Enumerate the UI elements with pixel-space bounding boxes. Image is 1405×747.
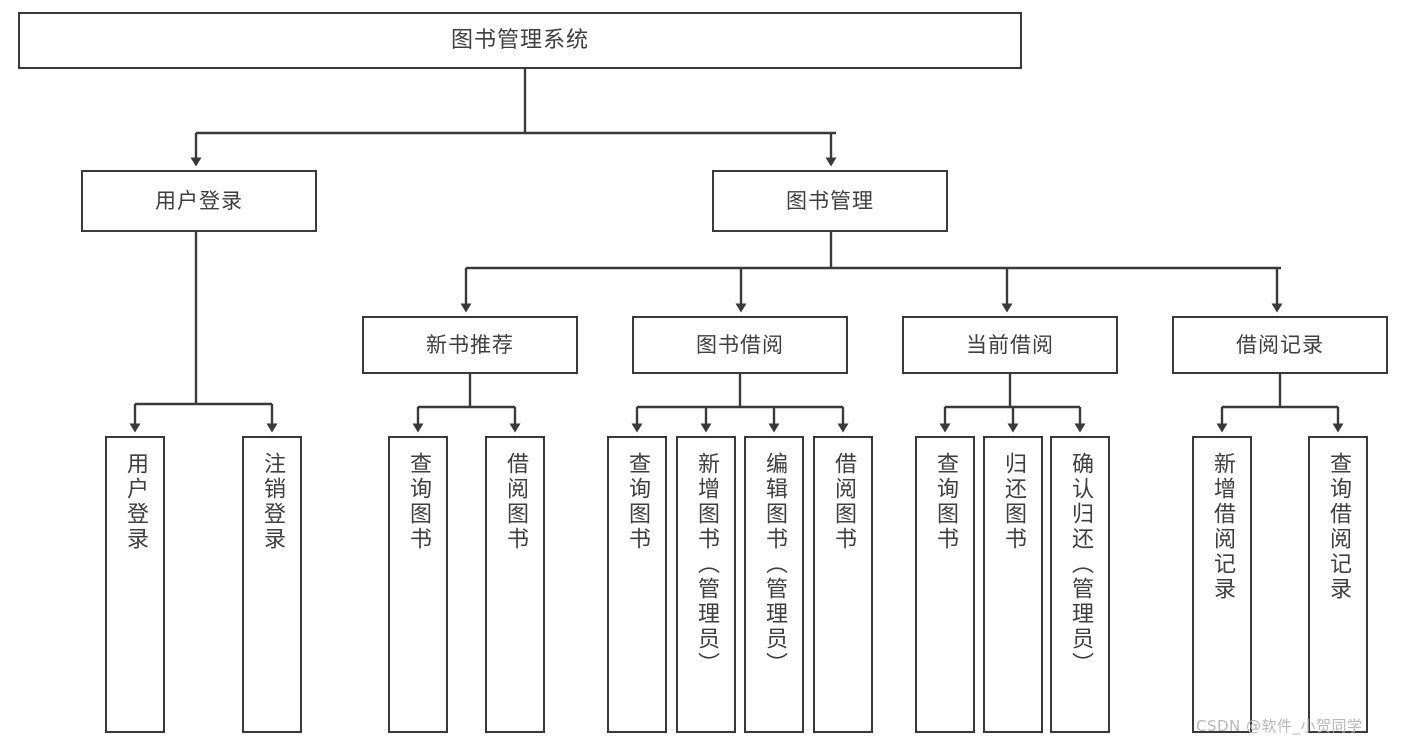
- node-label: 用户登录: [122, 452, 148, 552]
- node-book-borrow[interactable]: 图书借阅: [632, 316, 848, 374]
- leaf-confirm-return-admin[interactable]: 确认归还（管理员）: [1050, 436, 1110, 733]
- node-label: 用户登录: [155, 188, 243, 213]
- node-label: 新书推荐: [426, 332, 514, 357]
- leaf-borrow-book[interactable]: 借阅图书: [813, 436, 873, 733]
- node-label: 注销登录: [259, 452, 285, 552]
- node-label: 当前借阅: [966, 332, 1054, 357]
- node-current-borrow[interactable]: 当前借阅: [902, 316, 1118, 374]
- node-label: 编辑图书（管理员）: [761, 452, 787, 677]
- node-label: 归还图书: [1000, 452, 1026, 552]
- node-label: 借阅图书: [830, 452, 856, 552]
- node-root-system[interactable]: 图书管理系统: [18, 12, 1022, 69]
- node-borrow-records[interactable]: 借阅记录: [1172, 316, 1388, 374]
- leaf-query-borrow-record[interactable]: 查询借阅记录: [1308, 436, 1368, 733]
- node-label: 借阅图书: [502, 452, 528, 552]
- leaf-query-book-recommend[interactable]: 查询图书: [388, 436, 448, 733]
- leaf-add-book-admin[interactable]: 新增图书（管理员）: [676, 436, 736, 733]
- node-new-book-recommend[interactable]: 新书推荐: [362, 316, 578, 374]
- node-label: 图书管理: [786, 188, 874, 213]
- node-label: 查询图书: [932, 452, 958, 552]
- leaf-user-login[interactable]: 用户登录: [105, 436, 165, 733]
- node-user-login[interactable]: 用户登录: [81, 170, 317, 232]
- node-label: 查询借阅记录: [1325, 452, 1351, 602]
- node-label: 新增图书（管理员）: [693, 452, 719, 677]
- leaf-return-book[interactable]: 归还图书: [983, 436, 1043, 733]
- node-book-management[interactable]: 图书管理: [712, 170, 948, 232]
- leaf-logout[interactable]: 注销登录: [242, 436, 302, 733]
- node-label: 查询图书: [624, 452, 650, 552]
- leaf-add-borrow-record[interactable]: 新增借阅记录: [1192, 436, 1252, 733]
- leaf-edit-book-admin[interactable]: 编辑图书（管理员）: [744, 436, 804, 733]
- node-label: 图书借阅: [696, 332, 784, 357]
- node-label: 确认归还（管理员）: [1067, 452, 1093, 677]
- node-label: 新增借阅记录: [1209, 452, 1235, 602]
- node-label: 图书管理系统: [450, 27, 589, 53]
- node-label: 借阅记录: [1236, 332, 1324, 357]
- leaf-query-book-current[interactable]: 查询图书: [915, 436, 975, 733]
- node-label: 查询图书: [405, 452, 431, 552]
- leaf-query-book-borrow[interactable]: 查询图书: [607, 436, 667, 733]
- leaf-borrow-book-recommend[interactable]: 借阅图书: [485, 436, 545, 733]
